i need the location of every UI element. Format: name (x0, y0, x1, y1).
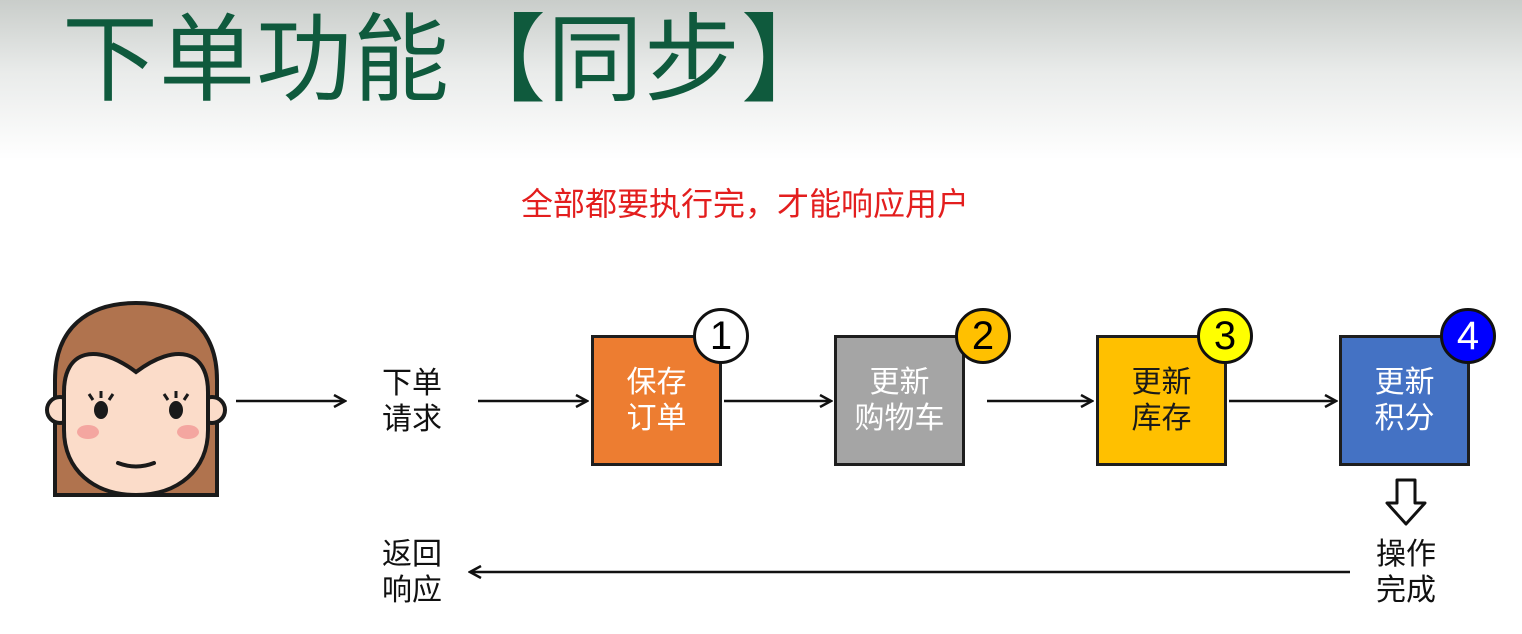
step-box-save-order: 保存 订单 (591, 335, 722, 466)
step-box-update-stock: 更新 库存 (1096, 335, 1227, 466)
step-number-badge: 1 (693, 308, 749, 364)
step-number-badge: 4 (1440, 308, 1496, 364)
request-label: 下单 请求 (382, 366, 442, 437)
down-arrow-icon (1385, 478, 1427, 526)
operation-done-label: 操作 完成 (1376, 537, 1436, 608)
step-box-update-points: 更新 积分 (1339, 335, 1470, 466)
avatar-left-cheek (77, 425, 99, 439)
avatar-right-cheek (177, 425, 199, 439)
avatar-left-eye (94, 401, 108, 419)
step-box-update-cart: 更新 购物车 (834, 335, 965, 466)
avatar-right-eye (169, 401, 183, 419)
subtitle-note: 全部都要执行完，才能响应用户 (520, 185, 969, 223)
avatar-mouth (116, 461, 156, 469)
return-response-label: 返回 响应 (382, 537, 442, 608)
avatar-face (62, 352, 210, 498)
title-band (0, 0, 1522, 160)
page-title: 下单功能【同步】 (62, 4, 838, 116)
step-number-badge: 2 (955, 308, 1011, 364)
step-number-badge: 3 (1197, 308, 1253, 364)
user-avatar-icon (45, 300, 227, 498)
